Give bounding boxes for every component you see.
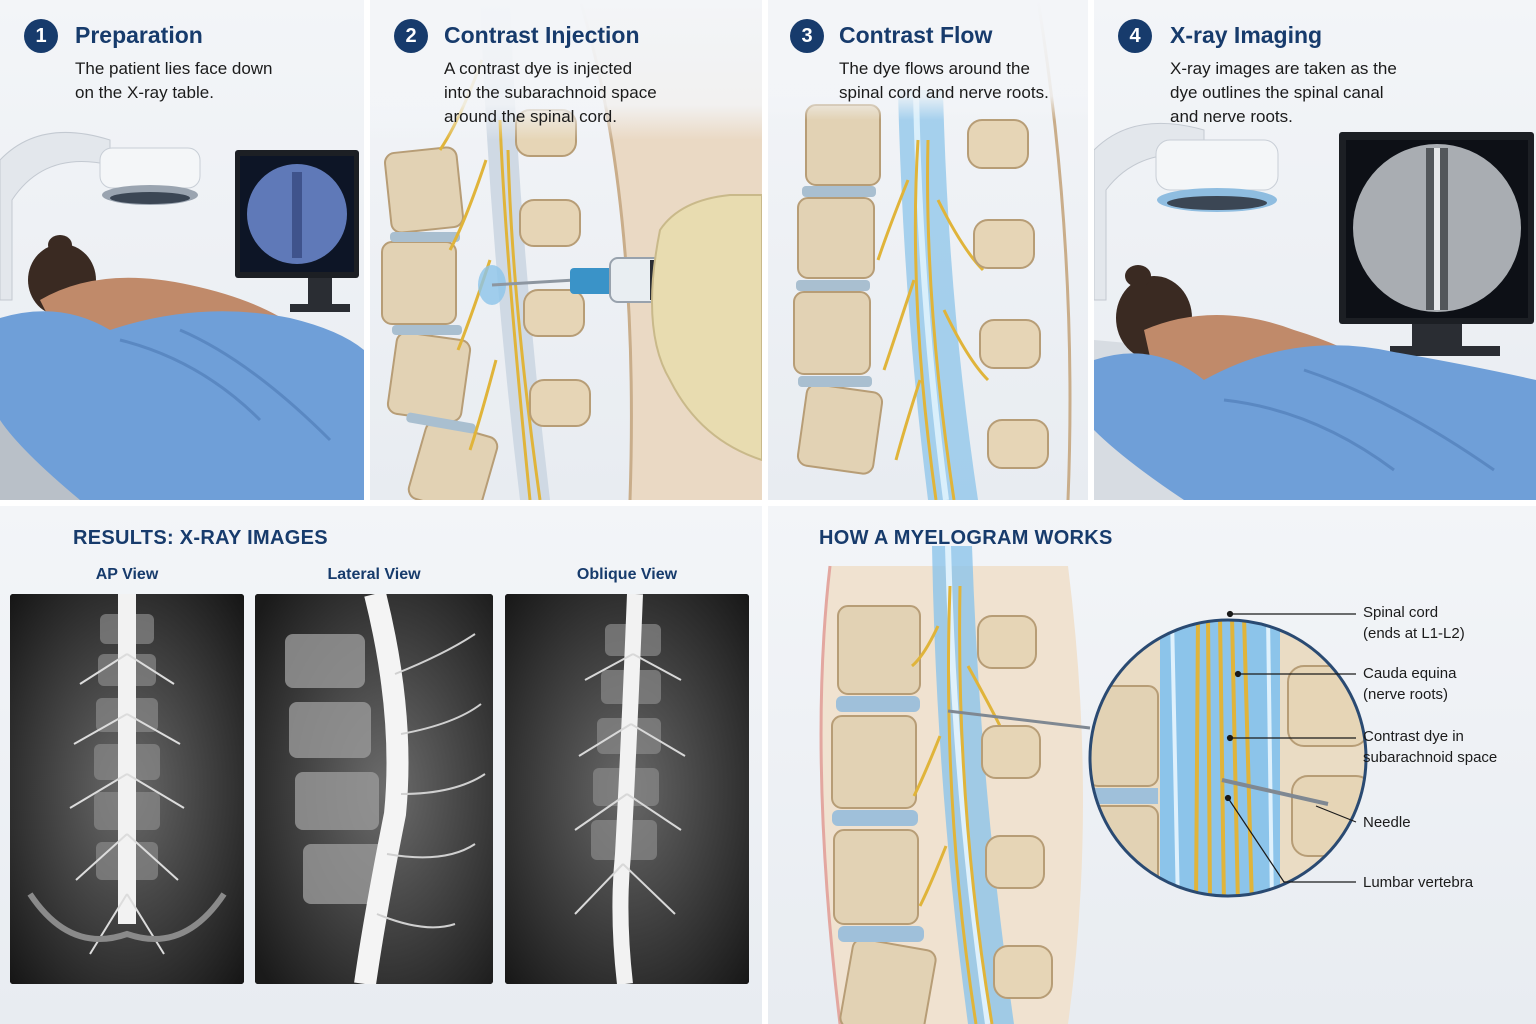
- injection-spine-illustration: [370, 0, 762, 500]
- step-description: The dye flows around the spinal cord and…: [839, 59, 1049, 102]
- callout-needle: Needle: [1363, 814, 1411, 831]
- callout-spinal-cord: Spinal cord (ends at L1-L2): [1363, 604, 1465, 642]
- view-label-ap: AP View: [95, 566, 159, 583]
- step-description: X-ray images are taken as the dye outlin…: [1170, 59, 1397, 126]
- myelogram-cross-section-diagram: [819, 545, 1368, 1024]
- results-panel: RESULTS: X-RAY IMAGES AP View Lateral Vi…: [0, 506, 762, 1024]
- callout-contrast-dye: Contrast dye in subarachnoid space: [1363, 728, 1498, 766]
- contrast-flow-spine-illustration: [768, 0, 1088, 500]
- xray-image-oblique: [505, 594, 749, 984]
- xray-image-ap: [10, 594, 244, 984]
- patient-on-xray-table-illustration: [0, 131, 364, 500]
- step-panel-contrast-injection: 2 Contrast Injection A contrast dye is i…: [370, 0, 762, 500]
- xray-image-lateral: [255, 594, 493, 984]
- step-title: Contrast Injection: [444, 22, 640, 48]
- step-panel-xray-imaging: 4 X-ray Imaging X-ray images are taken a…: [1094, 0, 1536, 500]
- step-description: A contrast dye is injected into the suba…: [444, 59, 657, 126]
- step-panel-preparation: 1 Preparation The patient lies face down…: [0, 0, 364, 500]
- how-it-works-title: HOW A MYELOGRAM WORKS: [819, 527, 1113, 549]
- step-title: X-ray Imaging: [1170, 22, 1323, 48]
- callout-cauda-equina: Cauda equina (nerve roots): [1363, 665, 1457, 703]
- step-panel-contrast-flow: 3 Contrast Flow The dye flows around the…: [768, 0, 1088, 500]
- step-number-badge: 4: [1118, 19, 1152, 53]
- results-title: RESULTS: X-RAY IMAGES: [73, 527, 328, 549]
- step-title: Preparation: [75, 22, 203, 48]
- step-number-badge: 3: [790, 19, 824, 53]
- step-title: Contrast Flow: [839, 22, 993, 48]
- view-label-oblique: Oblique View: [576, 566, 678, 583]
- step-description: The patient lies face down on the X-ray …: [75, 59, 273, 102]
- callout-lumbar-vertebra: Lumbar vertebra: [1363, 874, 1474, 891]
- xray-imaging-illustration: [1094, 122, 1536, 500]
- how-it-works-panel: HOW A MYELOGRAM WORKS: [768, 506, 1536, 1024]
- step-number-badge: 2: [394, 19, 428, 53]
- step-number-badge: 1: [24, 19, 58, 53]
- view-label-lateral: Lateral View: [327, 566, 421, 583]
